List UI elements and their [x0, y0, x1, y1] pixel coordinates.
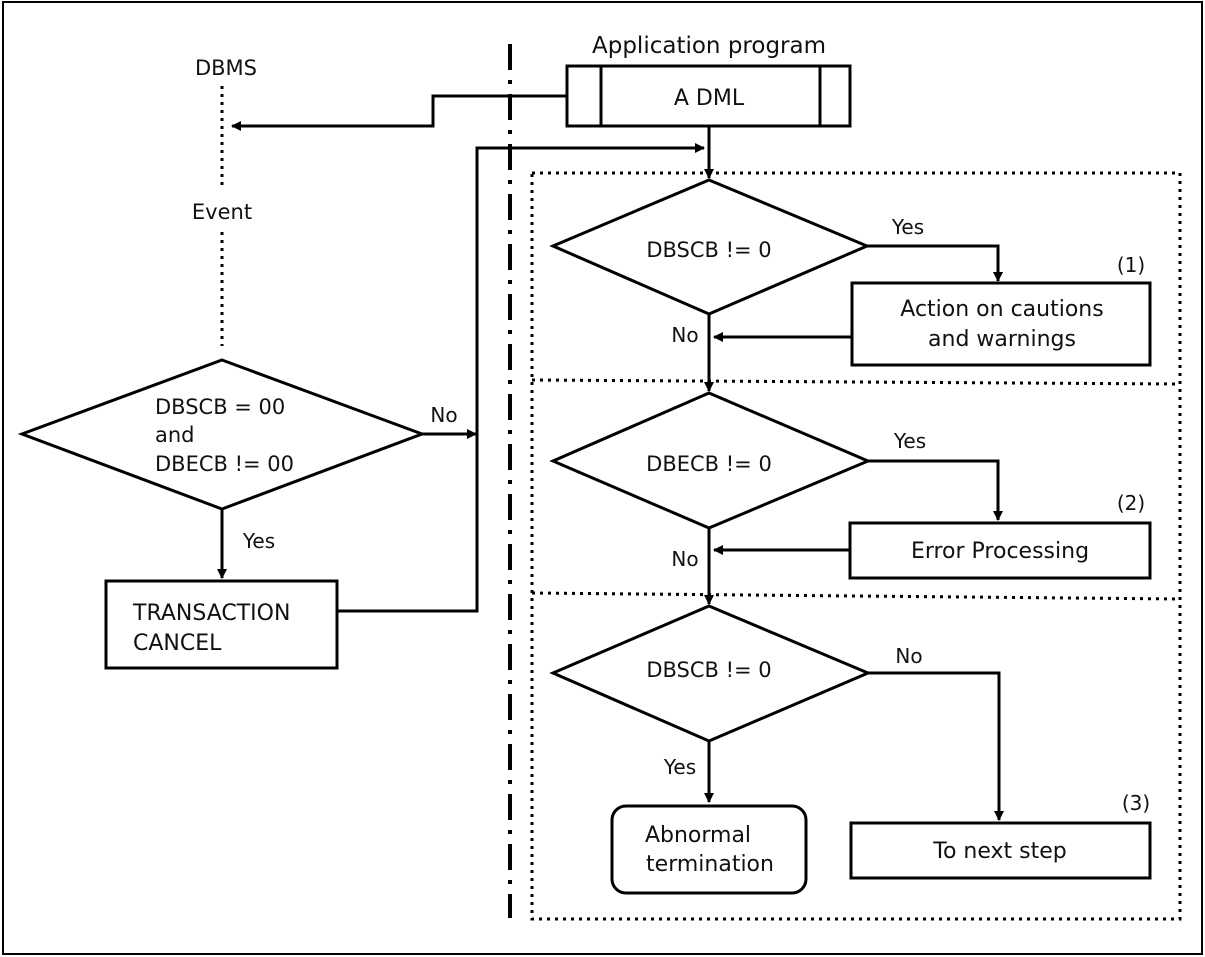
region-divider-1: [531, 378, 1181, 386]
a-dml-label: A DML: [674, 86, 745, 111]
cancel-cond-no-label: No: [430, 403, 457, 427]
cancel-cond-line1: DBSCB = 00: [155, 395, 285, 419]
region-divider-2: [531, 591, 1181, 601]
arrow-cancel-return: [337, 143, 705, 613]
check1-no-label: No: [671, 323, 698, 347]
abnormal-line1: Abnormal: [645, 823, 751, 848]
decision-1-label: DBSCB != 0: [646, 238, 771, 262]
cancel-cond-line2: and: [155, 423, 195, 447]
check1-yes-label: Yes: [891, 215, 924, 239]
decision-3-label: DBSCB != 0: [646, 658, 771, 682]
action-cautions-box: [850, 281, 1152, 367]
action-cautions-line1: Action on cautions: [900, 297, 1103, 322]
action-cautions-line2: and warnings: [928, 327, 1076, 352]
abnormal-termination-box: [610, 804, 808, 895]
next-step-box: [849, 821, 1152, 880]
transaction-cancel-box: [104, 579, 339, 670]
check3-yes-label: Yes: [663, 755, 696, 779]
arrow-check2-yes: [868, 459, 1003, 521]
check2-yes-label: Yes: [893, 429, 926, 453]
cancel-cond-line3: DBECB != 00: [155, 452, 294, 476]
error-processing-box: [848, 521, 1152, 580]
check2-no-label: No: [671, 547, 698, 571]
abnormal-line2: termination: [646, 852, 774, 877]
transaction-cancel-line2: CANCEL: [133, 631, 222, 656]
marker-1: (1): [1117, 253, 1145, 277]
check3-no-label: No: [895, 644, 922, 668]
decision-transaction-cancel-condition: [17, 358, 427, 511]
marker-2: (2): [1117, 491, 1145, 515]
transaction-cancel-line1: TRANSACTION: [132, 601, 290, 626]
application-program-title: Application program: [592, 33, 826, 59]
error-processing-label: Error Processing: [911, 539, 1089, 564]
dbms-label: DBMS: [195, 56, 257, 80]
arrow-check3-no: [868, 671, 1004, 821]
event-label: Event: [192, 200, 252, 224]
next-step-label: To next step: [932, 839, 1066, 864]
marker-3: (3): [1122, 791, 1150, 815]
decision-2-label: DBECB != 0: [646, 452, 772, 476]
arrow-check1-yes: [867, 244, 1003, 282]
a-dml-box: A DML: [565, 64, 852, 128]
arrow-dml-to-dbms: [231, 94, 567, 131]
cancel-cond-yes-label: Yes: [242, 529, 275, 553]
